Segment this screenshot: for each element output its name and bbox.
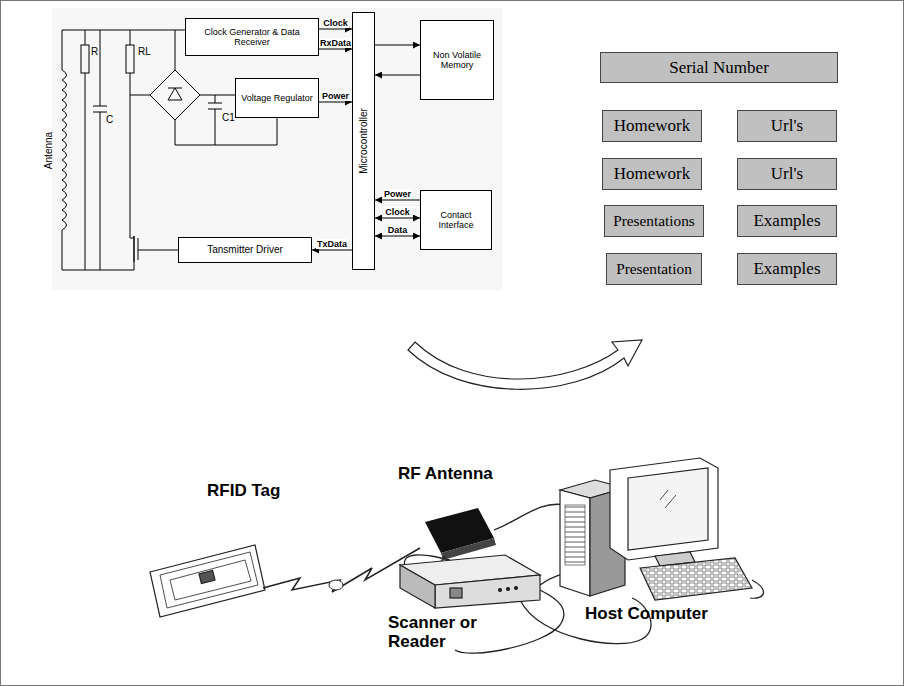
node-text: Non Volatile Memory	[421, 50, 493, 71]
node-text: Microcontroller	[358, 108, 370, 174]
signal-line	[375, 236, 420, 237]
part-label: RFID Tag	[207, 482, 280, 501]
circuit-block: Clock Generator & Data Receiver	[185, 18, 319, 56]
content-box: Serial Number	[600, 52, 838, 83]
node-text: Voltage Regulator	[238, 93, 316, 103]
node-text: Serial Number	[666, 58, 772, 78]
bridge-rectifier	[150, 70, 200, 120]
signal-line	[319, 102, 352, 103]
capacitor-symbol	[208, 103, 222, 104]
signal-label: Data	[387, 225, 409, 235]
node-text: Homework	[611, 164, 693, 184]
microcontroller-block: Microcontroller	[352, 12, 375, 270]
circuit-block: Contact Interface	[420, 190, 492, 250]
signal-line	[312, 250, 352, 251]
circuit-block: Non Volatile Memory	[420, 20, 494, 100]
circuit-block: Tansmitter Driver	[178, 237, 312, 263]
component-label: RL	[138, 46, 151, 57]
node-text: Examples	[750, 211, 823, 231]
antenna-label: Antenna	[43, 131, 54, 168]
signal-label: Power	[383, 189, 412, 199]
signal-label: Power	[321, 91, 350, 101]
resistor-symbol	[81, 45, 89, 73]
circuit-wires	[62, 30, 277, 270]
part-label: Scanner or Reader	[388, 614, 480, 651]
schematic-ground	[52, 8, 502, 290]
capacitor-symbol	[93, 106, 107, 107]
node-text: Clock Generator & Data Receiver	[186, 27, 318, 48]
signal-label: Clock	[322, 18, 349, 28]
node-text: Examples	[750, 259, 823, 279]
antenna-coil	[62, 70, 67, 230]
signal-label: RxData	[319, 38, 352, 48]
host-computer	[560, 458, 764, 600]
signal-line	[375, 75, 420, 76]
content-box: Presentations	[604, 205, 704, 237]
resistor-symbol	[126, 45, 134, 73]
radio-link	[263, 548, 420, 592]
content-box: Homework	[602, 110, 702, 142]
signal-label: Clock	[384, 207, 411, 217]
signal-line	[375, 200, 420, 201]
signal-line	[375, 218, 420, 219]
node-text: Url's	[768, 164, 806, 184]
signal-line	[319, 29, 352, 30]
node-text: Presentation	[613, 260, 695, 278]
rf-antenna	[425, 508, 496, 560]
part-label: RF Antenna	[398, 465, 493, 484]
signal-label: TxData	[316, 239, 348, 249]
component-label: C	[106, 114, 113, 125]
node-text: Url's	[768, 116, 806, 136]
node-text: Tansmitter Driver	[204, 244, 286, 256]
component-label: R	[91, 46, 98, 57]
rfid-tag	[150, 545, 265, 617]
transistor-symbol	[133, 236, 135, 262]
component-label: C1	[222, 112, 235, 123]
content-box: Examples	[737, 205, 837, 237]
curved-arrow	[408, 340, 642, 389]
content-box: Examples	[737, 253, 837, 285]
scanner	[400, 555, 540, 608]
node-text: Presentations	[610, 212, 698, 230]
signal-line	[375, 45, 420, 46]
content-box: Url's	[737, 158, 837, 190]
content-box: Homework	[602, 158, 702, 190]
node-text: Homework	[611, 116, 693, 136]
node-text: Contact Interface	[421, 210, 491, 231]
radio-link	[329, 580, 343, 590]
signal-line	[319, 49, 352, 50]
content-box: Url's	[737, 110, 837, 142]
content-box: Presentation	[606, 253, 702, 285]
circuit-block: Voltage Regulator	[235, 78, 319, 118]
part-label: Host Computer	[585, 605, 708, 624]
